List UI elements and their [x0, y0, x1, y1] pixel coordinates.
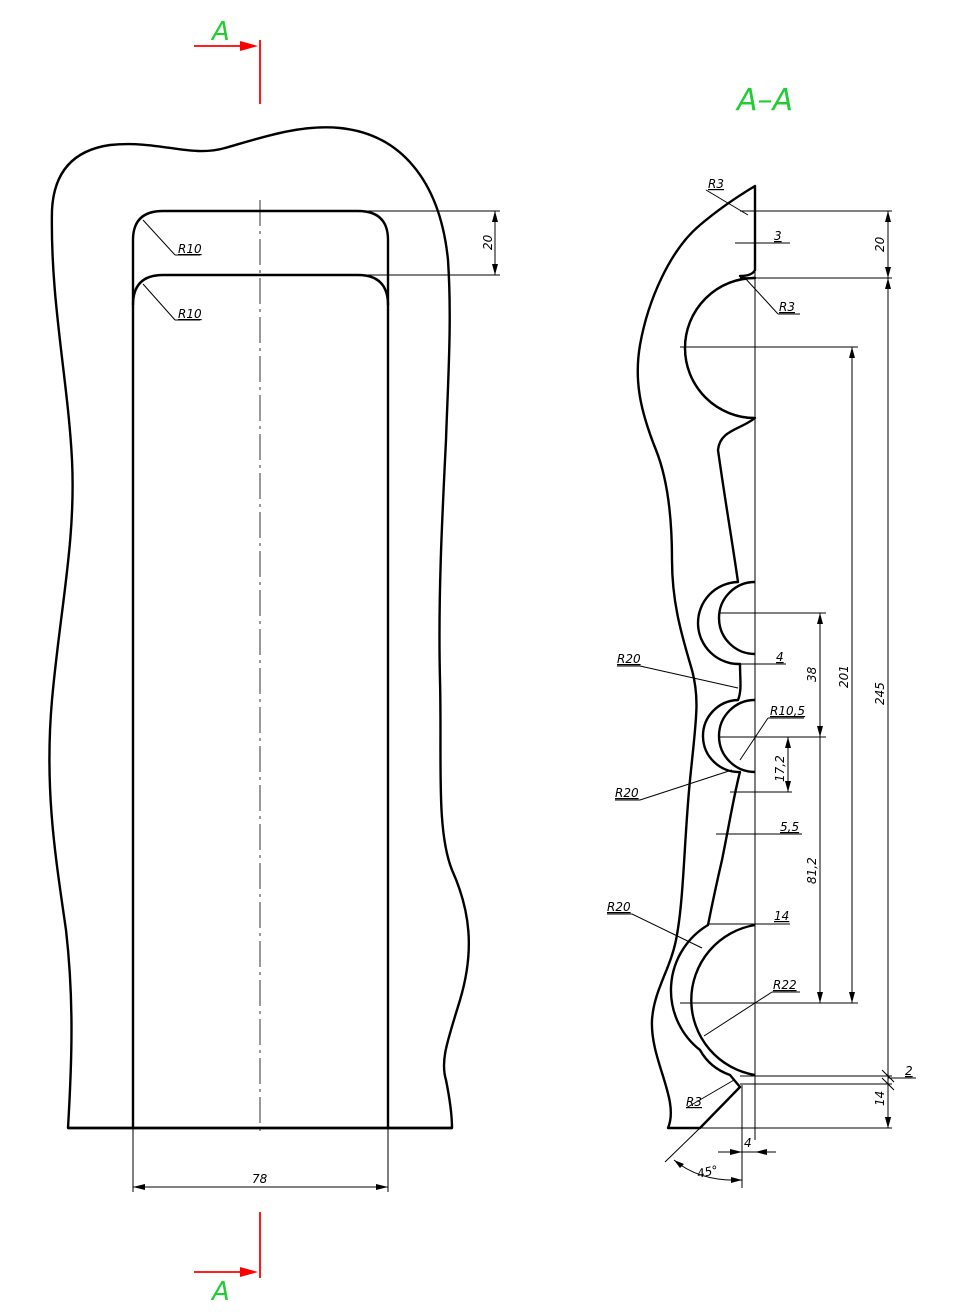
- section-r22: R22: [773, 978, 797, 992]
- section-r3-top-outer: R3: [708, 177, 724, 191]
- section-marker-bottom: A: [194, 1212, 261, 1307]
- section-dim-2: 2: [905, 1064, 913, 1078]
- section-r3-top-inner: R3: [779, 300, 795, 314]
- section-marker-top: A: [194, 17, 261, 104]
- front-dim-78-label: 78: [252, 1172, 268, 1186]
- section-mark-label-top: A: [210, 17, 230, 47]
- section-r10-5: R10,5: [770, 704, 805, 718]
- section-angle-45: 45°: [696, 1163, 720, 1181]
- section-dim-201: 201: [837, 665, 851, 688]
- section-dim-17-2: 17,2: [773, 755, 787, 782]
- section-mark-label-bottom: A: [210, 1277, 230, 1307]
- front-r10-leader-second: [142, 283, 176, 321]
- section-dim-81-2: 81,2: [805, 857, 819, 884]
- front-inner-frame: [131, 209, 390, 1128]
- section-r20-mid: R20: [617, 652, 641, 666]
- front-dim-20-label: 20: [481, 234, 495, 250]
- section-groove-mid1: [719, 582, 755, 654]
- section-dim-38: 38: [805, 666, 819, 682]
- section-dim-4-bottom: 4: [744, 1136, 752, 1150]
- section-r20-bottom: R20: [607, 900, 631, 914]
- section-groove-mid2: [719, 700, 755, 772]
- section-groove-top: [685, 278, 755, 418]
- section-r3-bottom: R3: [686, 1095, 702, 1109]
- section-dim-14-bottom: 14: [873, 1091, 887, 1106]
- front-view: R10 R10 20 78: [48, 126, 500, 1192]
- front-r10-leader-top: [142, 219, 176, 256]
- section-groove-bottom: [691, 925, 755, 1075]
- front-outer-outline: [48, 126, 471, 1130]
- section-dim-245: 245: [873, 682, 887, 705]
- section-dim-20: 20: [873, 236, 887, 252]
- section-dim-14: 14: [774, 909, 789, 923]
- front-r10-label-second: R10: [178, 307, 202, 321]
- section-r20-lower: R20: [615, 786, 639, 800]
- section-view: R3 3 R3 20 245 201 38 4 R20: [607, 177, 916, 1188]
- front-r10-label-top: R10: [178, 242, 202, 256]
- section-dim-3: 3: [774, 229, 782, 243]
- section-dim-5-5: 5,5: [780, 820, 799, 834]
- section-dim-4-mid: 4: [776, 650, 784, 664]
- front-inner-second: [131, 273, 390, 306]
- section-title: A–A: [735, 83, 793, 118]
